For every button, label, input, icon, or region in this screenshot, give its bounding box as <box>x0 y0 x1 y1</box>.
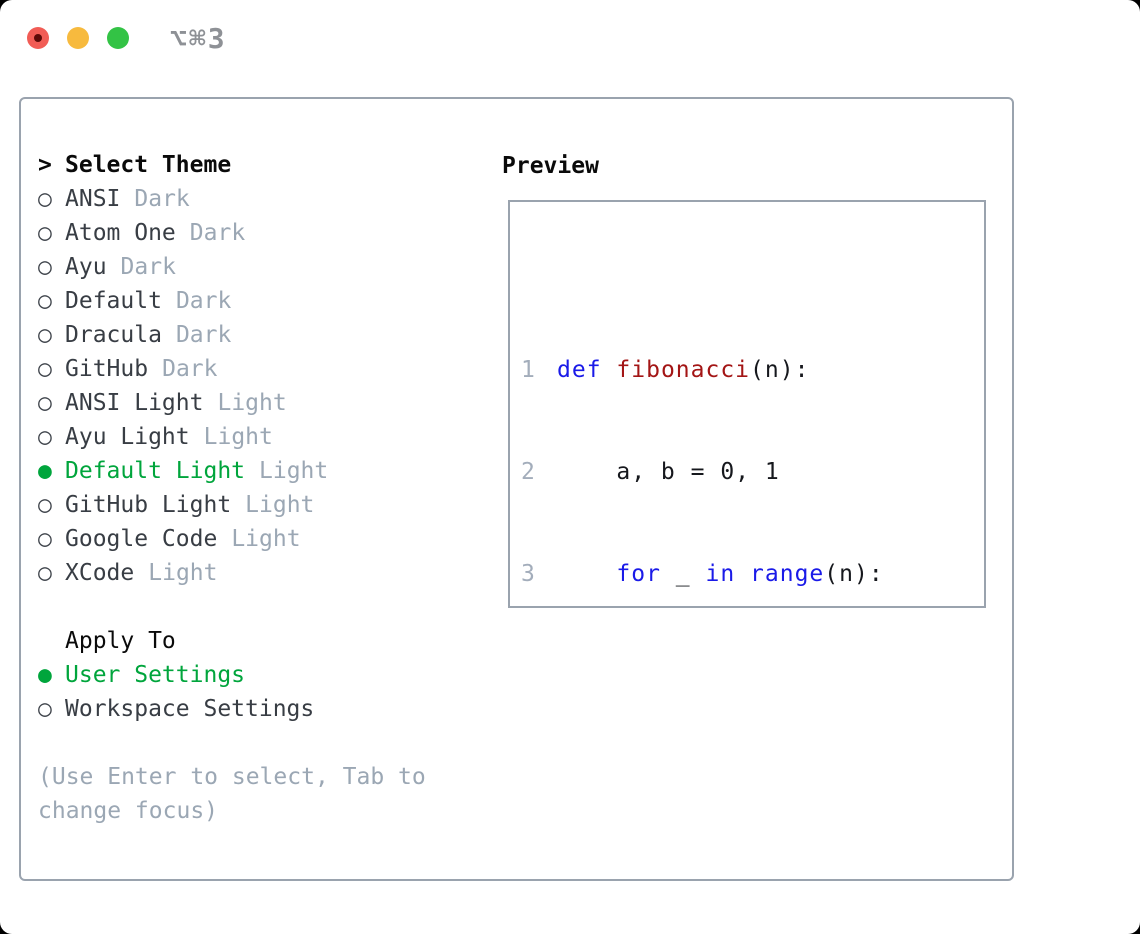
zoom-button[interactable] <box>107 27 129 49</box>
radio-unselected-icon: ○ <box>38 696 52 722</box>
focus-caret-icon: > <box>38 152 52 178</box>
theme-variant-badge: Dark <box>189 220 246 246</box>
apply-option-user-settings[interactable]: ●User Settings <box>38 658 426 692</box>
window-title: ⌥⌘3 <box>170 22 227 55</box>
radio-selected-icon: ● <box>38 662 52 688</box>
theme-variant-badge: Light <box>245 492 315 518</box>
section-title: Apply To <box>65 628 176 654</box>
radio-unselected-icon: ○ <box>38 560 52 586</box>
apply-to-header: Apply To <box>38 624 426 658</box>
theme-variant-badge: Dark <box>175 288 232 314</box>
radio-unselected-icon: ○ <box>38 356 52 382</box>
theme-variant-badge: Dark <box>120 254 176 280</box>
help-line-2: change focus) <box>38 798 219 824</box>
radio-unselected-icon: ○ <box>38 526 52 552</box>
line-number: 2 <box>521 459 536 485</box>
theme-variant-badge: Light <box>217 390 287 416</box>
radio-unselected-icon: ○ <box>38 186 52 212</box>
line-number: 3 <box>521 561 536 587</box>
close-button[interactable] <box>27 27 49 49</box>
line-number: 1 <box>521 357 536 383</box>
code-line: 2 a, b = 0, 1 <box>521 455 984 489</box>
theme-variant-badge: Dark <box>134 186 190 212</box>
titlebar: ⌥⌘3 <box>0 0 1140 76</box>
radio-selected-icon: ● <box>38 458 52 484</box>
radio-unselected-icon: ○ <box>38 390 52 416</box>
theme-variant-badge: Light <box>203 424 273 450</box>
edited-indicator-dot <box>34 34 42 42</box>
help-line-1: (Use Enter to select, Tab to <box>38 764 426 790</box>
apply-option-workspace-settings[interactable]: ○Workspace Settings <box>38 692 426 726</box>
code-line: 3 for _ in range(n): <box>521 557 984 591</box>
preview-header: Preview <box>502 153 599 179</box>
theme-variant-badge: Light <box>231 526 301 552</box>
radio-unselected-icon: ○ <box>38 288 52 314</box>
radio-unselected-icon: ○ <box>38 492 52 518</box>
minimize-button[interactable] <box>67 27 89 49</box>
select-theme-header: > Select Theme <box>38 148 426 182</box>
radio-unselected-icon: ○ <box>38 424 52 450</box>
radio-unselected-icon: ○ <box>38 254 52 280</box>
radio-unselected-icon: ○ <box>38 220 52 246</box>
theme-variant-badge: Light <box>148 560 218 586</box>
help-text: (Use Enter to select, Tab to change focu… <box>38 760 426 828</box>
section-title: Select Theme <box>65 152 232 178</box>
theme-variant-badge: Light <box>259 458 329 484</box>
theme-variant-badge: Dark <box>162 356 218 382</box>
radio-unselected-icon: ○ <box>38 322 52 348</box>
theme-variant-badge: Dark <box>175 322 232 348</box>
window-controls <box>27 27 129 49</box>
